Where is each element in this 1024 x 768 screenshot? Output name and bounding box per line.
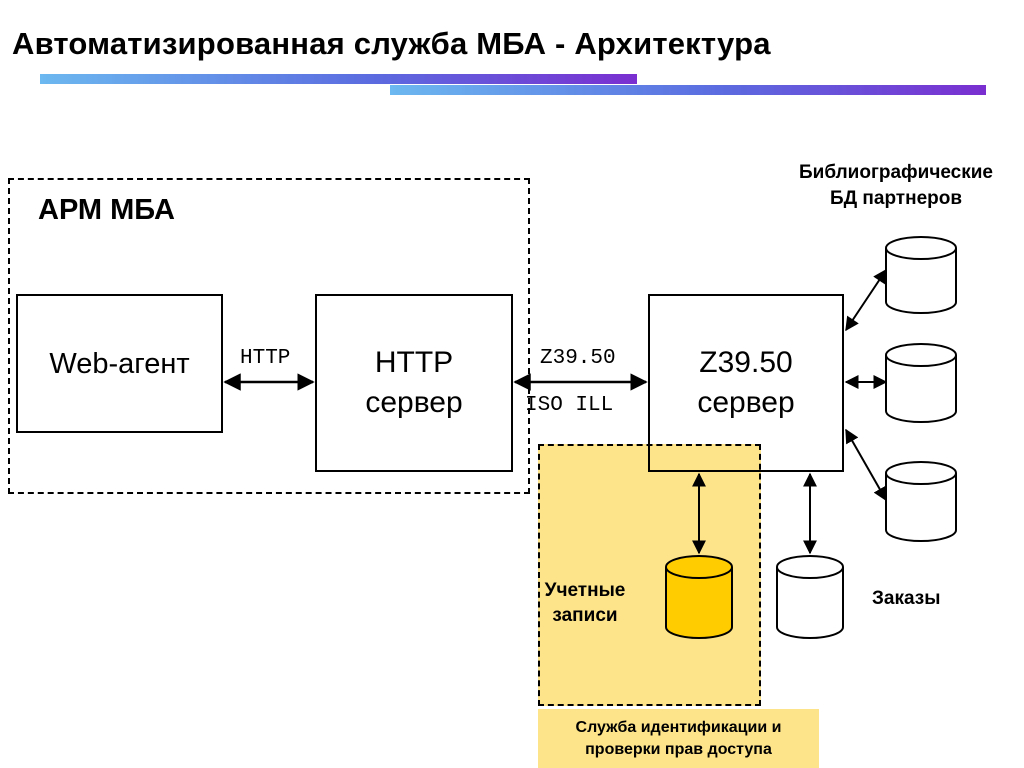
accounts-db-label-line1: Учетные bbox=[544, 580, 626, 601]
protocol-label-z3950: Z39.50 bbox=[540, 347, 616, 370]
orders-db-icon bbox=[776, 555, 844, 639]
auth-service-zone bbox=[538, 444, 761, 706]
partner-databases-label: Библиографические БД партнеров bbox=[770, 160, 1022, 212]
z3950-server-label-line2: сервер bbox=[697, 386, 795, 419]
http-server-label-line2: сервер bbox=[365, 386, 463, 419]
partner-db-2-icon bbox=[885, 343, 957, 423]
title-underline-upper bbox=[40, 74, 637, 84]
slide-title: Автоматизированная служба МБА - Архитект… bbox=[12, 26, 771, 61]
http-server-box: HTTP сервер bbox=[315, 294, 513, 472]
protocol-label-iso-ill: ISO ILL bbox=[525, 394, 614, 417]
workstation-boundary bbox=[8, 178, 530, 494]
z3950-partner-db3-connector bbox=[845, 428, 887, 502]
auth-service-label: Служба идентификации и проверки прав дос… bbox=[538, 709, 819, 768]
z3950-server-label-line1: Z39.50 bbox=[699, 346, 793, 379]
web-agent-box: Web-агент bbox=[16, 294, 223, 433]
auth-service-label-line1: Служба идентификации и bbox=[575, 718, 782, 736]
partner-db-1-icon bbox=[885, 236, 957, 314]
z3950-server-box: Z39.50 сервер bbox=[648, 294, 844, 472]
orders-db-label: Заказы bbox=[872, 588, 941, 609]
web-agent-label: Web-агент bbox=[49, 347, 190, 380]
z3950-partner-db1-connector bbox=[845, 268, 887, 332]
title-underline-lower bbox=[390, 85, 986, 95]
accounts-db-label: Учетные записи bbox=[544, 578, 626, 628]
http-server-label-line1: HTTP bbox=[374, 346, 454, 379]
partner-db-3-icon bbox=[885, 461, 957, 542]
accounts-db-label-line2: записи bbox=[552, 605, 618, 626]
protocol-label-http: HTTP bbox=[240, 347, 291, 370]
partner-databases-label-line2: БД партнеров bbox=[829, 188, 963, 209]
workstation-label: АРМ МБА bbox=[38, 194, 175, 226]
auth-service-label-line2: проверки прав доступа bbox=[585, 740, 772, 758]
partner-databases-label-line1: Библиографические bbox=[798, 162, 994, 183]
